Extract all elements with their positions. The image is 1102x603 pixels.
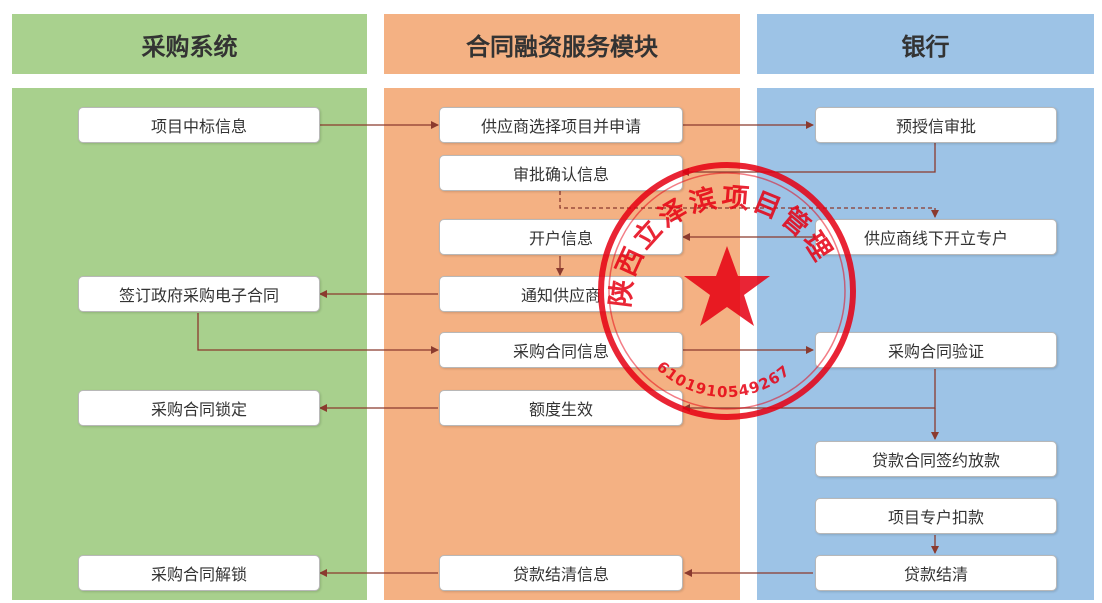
step-account-deduction: 项目专户扣款	[815, 498, 1057, 534]
step-loan-settled: 贷款结清	[815, 555, 1057, 591]
star-icon	[684, 246, 770, 326]
step-contract-verify: 采购合同验证	[815, 332, 1057, 368]
step-account-info: 开户信息	[439, 219, 683, 255]
company-seal: 陕西立泽滨项目管理有限公司 6101910549267	[594, 158, 856, 420]
step-contract-lock: 采购合同锁定	[78, 390, 320, 426]
seal-inner-ring	[608, 172, 846, 410]
step-loan-sign-disburse: 贷款合同签约放款	[815, 441, 1057, 477]
header-bank: 银行	[757, 14, 1094, 74]
step-open-special-account: 供应商线下开立专户	[815, 219, 1057, 255]
step-approval-confirm: 审批确认信息	[439, 155, 683, 191]
step-sign-gov-contract: 签订政府采购电子合同	[78, 276, 320, 312]
step-contract-unlock: 采购合同解锁	[78, 555, 320, 591]
seal-number-text: 6101910549267	[653, 358, 793, 402]
step-quota-effective: 额度生效	[439, 390, 683, 426]
arrow-confirm-to-account	[559, 191, 939, 218]
header-contract-module: 合同融资服务模块	[384, 14, 740, 74]
seal-outer-ring	[598, 162, 856, 420]
step-pre-credit-approval: 预授信审批	[815, 107, 1057, 143]
step-supplier-apply: 供应商选择项目并申请	[439, 107, 683, 143]
step-notify-supplier: 通知供应商	[439, 276, 683, 312]
arrow-sign-to-contract-info	[197, 313, 439, 354]
step-contract-info: 采购合同信息	[439, 332, 683, 368]
header-procurement: 采购系统	[12, 14, 367, 74]
step-project-award-info: 项目中标信息	[78, 107, 320, 143]
step-loan-settle-info: 贷款结清信息	[439, 555, 683, 591]
lane-procurement	[12, 88, 367, 600]
